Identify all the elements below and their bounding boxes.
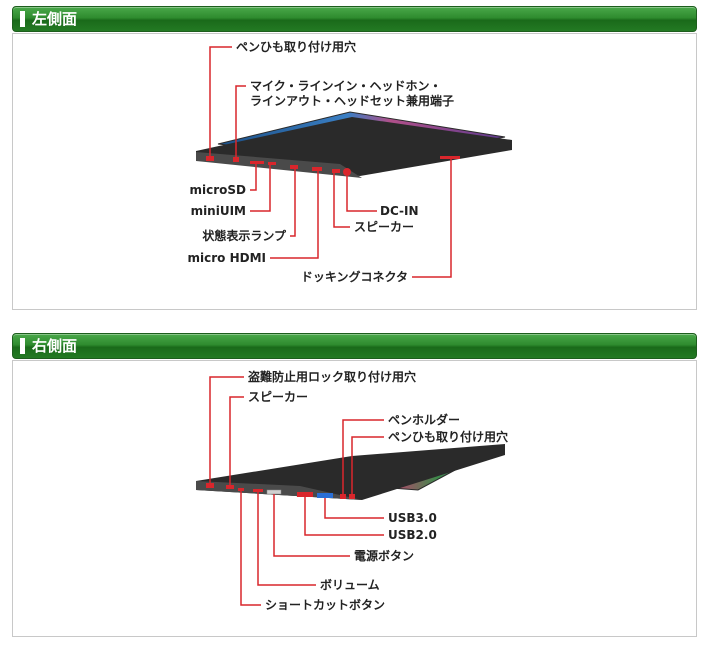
header-marker xyxy=(20,338,25,354)
header-marker xyxy=(20,11,25,27)
right-side-section: 右側面 xyxy=(12,333,697,639)
label-volume: ボリューム xyxy=(320,577,380,592)
right-side-header: 右側面 xyxy=(12,333,697,359)
label-microsd: microSD xyxy=(190,183,247,197)
port-volume xyxy=(253,489,263,492)
port-pen-strap-left xyxy=(206,156,214,161)
label-usb30: USB3.0 xyxy=(388,511,437,525)
port-power xyxy=(266,489,282,495)
left-side-title: 左側面 xyxy=(32,10,78,28)
label-pen-strap-right: ペンひも取り付け用穴 xyxy=(388,429,508,444)
port-dc-in xyxy=(343,168,351,176)
port-miniuim xyxy=(268,162,276,165)
label-docking: ドッキングコネクタ xyxy=(301,269,408,284)
right-side-title: 右側面 xyxy=(32,337,78,355)
label-audio-line1: マイク・ラインイン・ヘッドホン・ xyxy=(250,79,442,93)
port-pen-strap-right xyxy=(349,494,355,499)
label-shortcut: ショートカットボタン xyxy=(265,597,385,612)
label-dc-in: DC-IN xyxy=(380,204,419,218)
port-usb20 xyxy=(297,492,313,497)
label-status-lamp: 状態表示ランプ xyxy=(202,228,287,243)
port-speaker-left xyxy=(332,169,340,173)
port-microsd xyxy=(250,161,264,164)
tablet-right-view xyxy=(196,444,505,500)
label-pen-holder: ペンホルダー xyxy=(388,412,460,427)
right-callout-lines xyxy=(209,376,384,606)
label-speaker-left: スピーカー xyxy=(354,220,414,234)
label-lock-hole: 盗難防止用ロック取り付け用穴 xyxy=(248,369,416,384)
port-docking xyxy=(440,156,460,159)
left-callout-lines xyxy=(209,46,452,278)
port-usb30 xyxy=(317,493,333,498)
port-status-lamp xyxy=(290,165,298,169)
label-usb20: USB2.0 xyxy=(388,528,437,542)
tablet-left-view xyxy=(196,111,512,178)
port-micro-hdmi xyxy=(312,167,322,171)
port-pen-holder xyxy=(340,494,346,499)
port-audio xyxy=(233,157,239,162)
right-callout-labels: 盗難防止用ロック取り付け用穴 スピーカー ペンホルダー ペンひも取り付け用穴 U… xyxy=(248,369,508,612)
port-speaker-right xyxy=(226,485,234,489)
left-callout-labels: ペンひも取り付け用穴 マイク・ラインイン・ヘッドホン・ ラインアウト・ヘッドセッ… xyxy=(188,39,455,284)
port-shortcut xyxy=(238,488,244,491)
label-power: 電源ボタン xyxy=(354,548,414,563)
label-miniuim: miniUIM xyxy=(191,204,246,218)
label-micro-hdmi: micro HDMI xyxy=(188,251,266,265)
label-pen-strap-left: ペンひも取り付け用穴 xyxy=(236,39,356,54)
port-lock-hole xyxy=(206,483,214,488)
left-side-header: 左側面 xyxy=(12,6,697,32)
label-speaker-right: スピーカー xyxy=(248,390,308,404)
tablet-left-edge xyxy=(196,117,512,176)
label-audio-line2: ラインアウト・ヘッドセット兼用端子 xyxy=(250,93,454,108)
